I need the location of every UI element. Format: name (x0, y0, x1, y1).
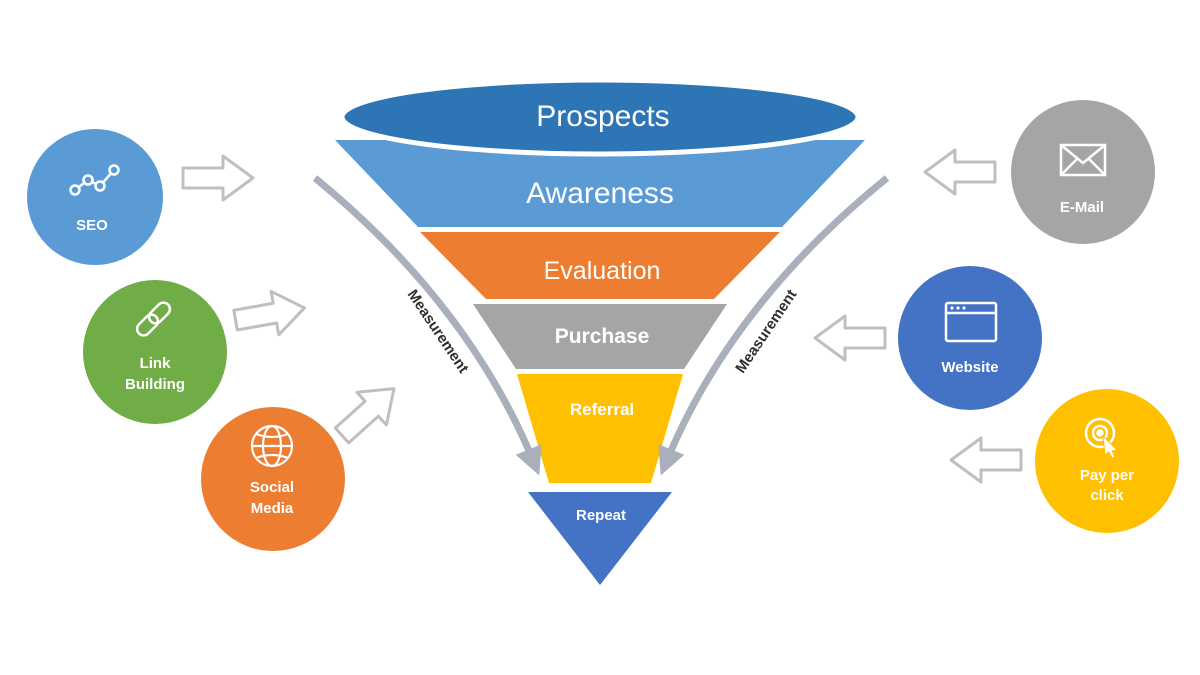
arrow-email (923, 148, 997, 196)
channel-social-media-label-1: Social (250, 479, 294, 496)
channel-email-label: E-Mail (1060, 199, 1104, 216)
funnel-stage-referral-label: Referral (570, 400, 634, 419)
arrow-social-media (333, 387, 396, 445)
arrow-link-building (232, 289, 306, 337)
arrow-website (813, 314, 887, 362)
funnel-stage-repeat-label: Repeat (576, 507, 626, 524)
funnel-stage-purchase-label: Purchase (555, 325, 650, 348)
channel-seo: SEO (27, 129, 163, 265)
funnel: Awareness Prospects Evaluation Purchase … (335, 77, 865, 585)
channel-link-building: Link Building (83, 280, 227, 424)
arrow-pay-per-click (949, 436, 1023, 484)
funnel-stage-evaluation (420, 232, 780, 299)
channel-pay-per-click-label-2: click (1090, 487, 1124, 504)
channel-seo-label: SEO (76, 217, 108, 234)
funnel-stage-referral (517, 374, 683, 483)
channel-website: Website (898, 266, 1042, 410)
chain-link-icon (135, 301, 172, 337)
channel-link-building-label-2: Building (125, 376, 185, 393)
funnel-stage-evaluation-label: Evaluation (544, 257, 661, 285)
funnel-stage-awareness (335, 140, 865, 227)
envelope-icon (1059, 143, 1107, 177)
funnel-stage-purchase (473, 304, 727, 369)
measurement-arrows: Measurement Measurement (312, 175, 890, 476)
chart-line-icon (69, 164, 120, 196)
funnel-stage-prospects-label: Prospects (536, 100, 669, 133)
funnel-stage-repeat (528, 492, 672, 585)
channel-social-media-label-2: Media (251, 500, 294, 517)
measurement-arrow-right (658, 175, 890, 476)
funnel-stage-prospects (339, 77, 861, 157)
channel-arrows (181, 148, 1023, 484)
channel-website-label: Website (941, 359, 998, 376)
channel-email: E-Mail (1011, 100, 1155, 244)
channel-pay-per-click: Pay per click (1035, 389, 1179, 533)
channel-link-building-label-1: Link (140, 355, 171, 372)
arrow-seo (181, 154, 255, 202)
channel-social-media: Social Media (201, 407, 345, 551)
target-cursor-icon (1084, 417, 1119, 459)
globe-icon (250, 424, 294, 468)
funnel-stage-awareness-label: Awareness (526, 177, 674, 210)
channel-pay-per-click-label-1: Pay per (1080, 467, 1134, 484)
measurement-arrow-left (312, 175, 542, 476)
browser-window-icon (944, 301, 998, 343)
